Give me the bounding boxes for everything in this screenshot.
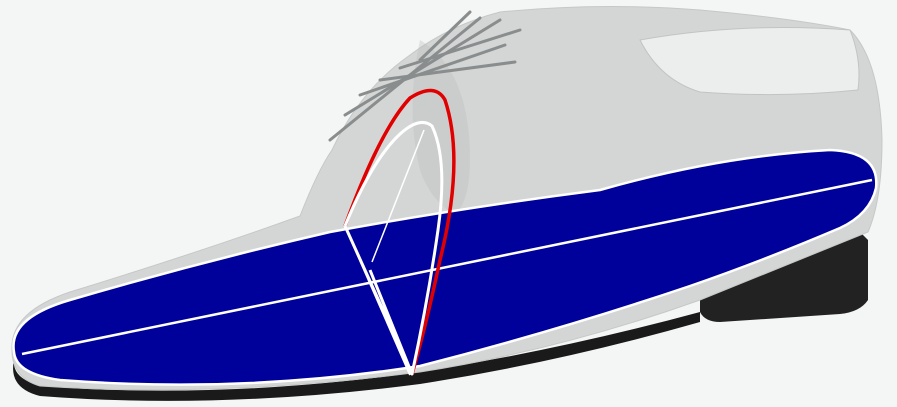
diagram-stage (0, 0, 897, 407)
shoe-diagram (0, 0, 897, 407)
